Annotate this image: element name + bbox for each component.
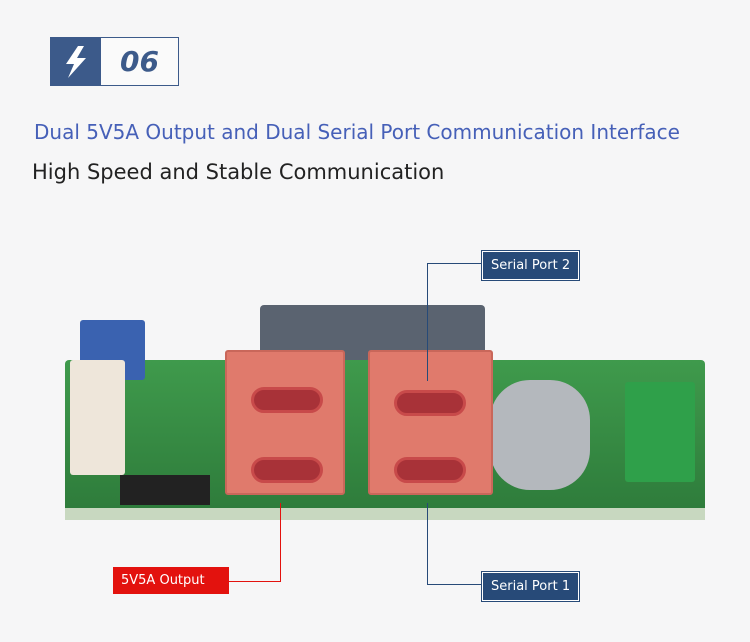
callout-serial-port-2: Serial Port 2 — [480, 250, 581, 281]
lightning-bolt-icon — [51, 38, 101, 85]
capacitor — [490, 380, 590, 490]
callout-5v5a-output: 5V5A Output — [113, 567, 229, 594]
callout-serial-port-1: Serial Port 1 — [480, 571, 581, 602]
terminal-block — [625, 382, 695, 482]
callout-line — [427, 584, 483, 585]
headline: Dual 5V5A Output and Dual Serial Port Co… — [34, 120, 680, 144]
usb-c-port — [251, 387, 323, 413]
usb-c-port — [394, 457, 466, 483]
usb-c-port — [251, 457, 323, 483]
usb-c-port — [394, 390, 466, 416]
section-number: 06 — [120, 45, 159, 78]
pin-header — [120, 475, 210, 505]
subheadline: High Speed and Stable Communication — [32, 160, 445, 184]
callout-line — [427, 263, 483, 264]
callout-line — [427, 263, 428, 381]
section-badge: 06 — [50, 37, 179, 86]
circuit-board-photo — [65, 300, 715, 520]
callout-line — [427, 503, 428, 585]
connector — [70, 360, 125, 475]
callout-line — [228, 581, 281, 582]
callout-line — [280, 503, 281, 582]
